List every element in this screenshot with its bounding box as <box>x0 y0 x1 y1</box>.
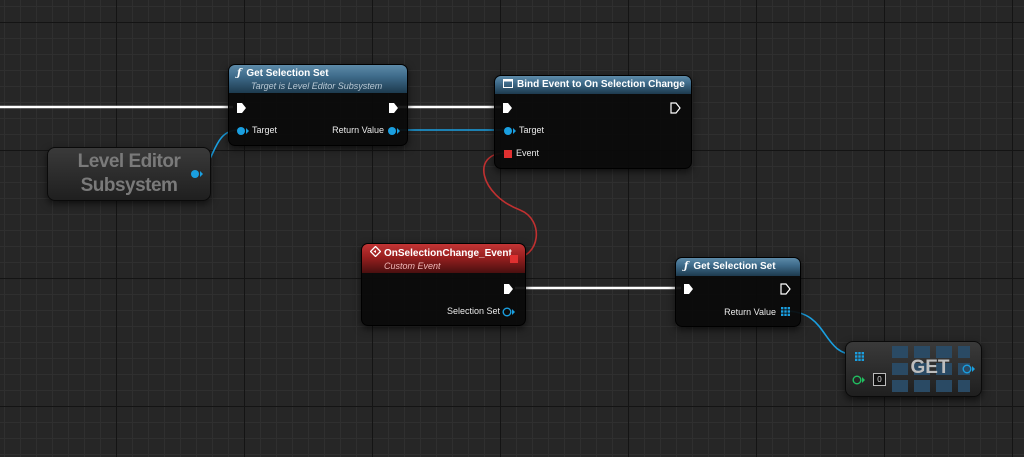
return-value-pin[interactable] <box>386 125 400 137</box>
exec-in-pin[interactable] <box>683 283 694 295</box>
function-icon: ƒ <box>684 261 689 272</box>
exec-out-pin[interactable] <box>670 102 681 114</box>
node-header: OnSelectionChange_Event Custom Event <box>362 244 525 273</box>
node-title: ƒ Get Selection Set <box>684 260 800 273</box>
node-title-text: Bind Event to On Selection Change <box>517 79 685 90</box>
target-pin[interactable] <box>236 125 250 137</box>
array-get-node[interactable]: GET 0 <box>845 341 982 397</box>
return-value-label: Return Value <box>724 307 776 317</box>
element-output-pin[interactable] <box>961 363 975 375</box>
target-label: Target <box>519 125 545 135</box>
exec-in-pin[interactable] <box>236 102 247 114</box>
subsystem-output-pin[interactable] <box>189 168 203 180</box>
target-label: Target <box>252 125 278 135</box>
exec-out-pin[interactable] <box>503 283 514 295</box>
exec-in-pin[interactable] <box>502 102 513 114</box>
node-header: ƒ Get Selection Set Target is Level Edito… <box>229 65 407 93</box>
index-input-pin[interactable] <box>852 374 866 386</box>
node-title: OnSelectionChange_Event <box>369 245 525 260</box>
node-title: Bind Event to On Selection Change <box>503 78 691 91</box>
level-editor-subsystem-node[interactable]: Level Editor Subsystem <box>47 147 211 201</box>
function-icon: ƒ <box>237 68 242 79</box>
delegate-output-pin[interactable] <box>509 254 519 264</box>
node-label-line2: Subsystem <box>80 175 178 196</box>
node-title: ƒ Get Selection Set <box>237 67 407 80</box>
return-array-pin[interactable] <box>780 306 791 317</box>
array-input-pin[interactable] <box>854 351 865 362</box>
event-label: Event <box>516 148 540 158</box>
node-subtitle: Target is Level Editor Subsystem <box>251 81 383 91</box>
target-pin[interactable] <box>503 125 517 137</box>
node-subtitle: Custom Event <box>384 261 441 271</box>
node-title-text: Get Selection Set <box>246 68 329 79</box>
custom-event-icon <box>369 245 382 258</box>
return-value-label: Return Value <box>332 125 384 135</box>
get-selection-set-node[interactable]: ƒ Get Selection Set Target is Level Edito… <box>228 64 408 146</box>
node-title-text: OnSelectionChange_Event <box>384 248 512 259</box>
node-title-text: Get Selection Set <box>693 261 776 272</box>
delegate-icon <box>503 79 513 88</box>
array-grid-icon <box>892 346 970 392</box>
custom-event-node[interactable]: OnSelectionChange_Event Custom Event Sel… <box>361 243 526 326</box>
exec-out-pin[interactable] <box>780 283 791 295</box>
selection-set-label: Selection Set <box>446 306 500 316</box>
node-label-line1: Level Editor <box>77 151 181 172</box>
event-delegate-pin[interactable] <box>503 149 513 159</box>
exec-out-pin[interactable] <box>388 102 399 114</box>
get-selection-set-node-2[interactable]: ƒ Get Selection Set Return Value <box>675 257 801 327</box>
selection-set-pin[interactable] <box>501 306 515 318</box>
delegate-wire <box>483 152 537 259</box>
node-header: ƒ Get Selection Set <box>676 258 800 276</box>
get-label: GET <box>910 357 950 378</box>
bind-event-node[interactable]: Bind Event to On Selection Change Target… <box>494 75 692 169</box>
node-header: Bind Event to On Selection Change <box>495 76 691 94</box>
index-value-field[interactable]: 0 <box>873 373 886 386</box>
